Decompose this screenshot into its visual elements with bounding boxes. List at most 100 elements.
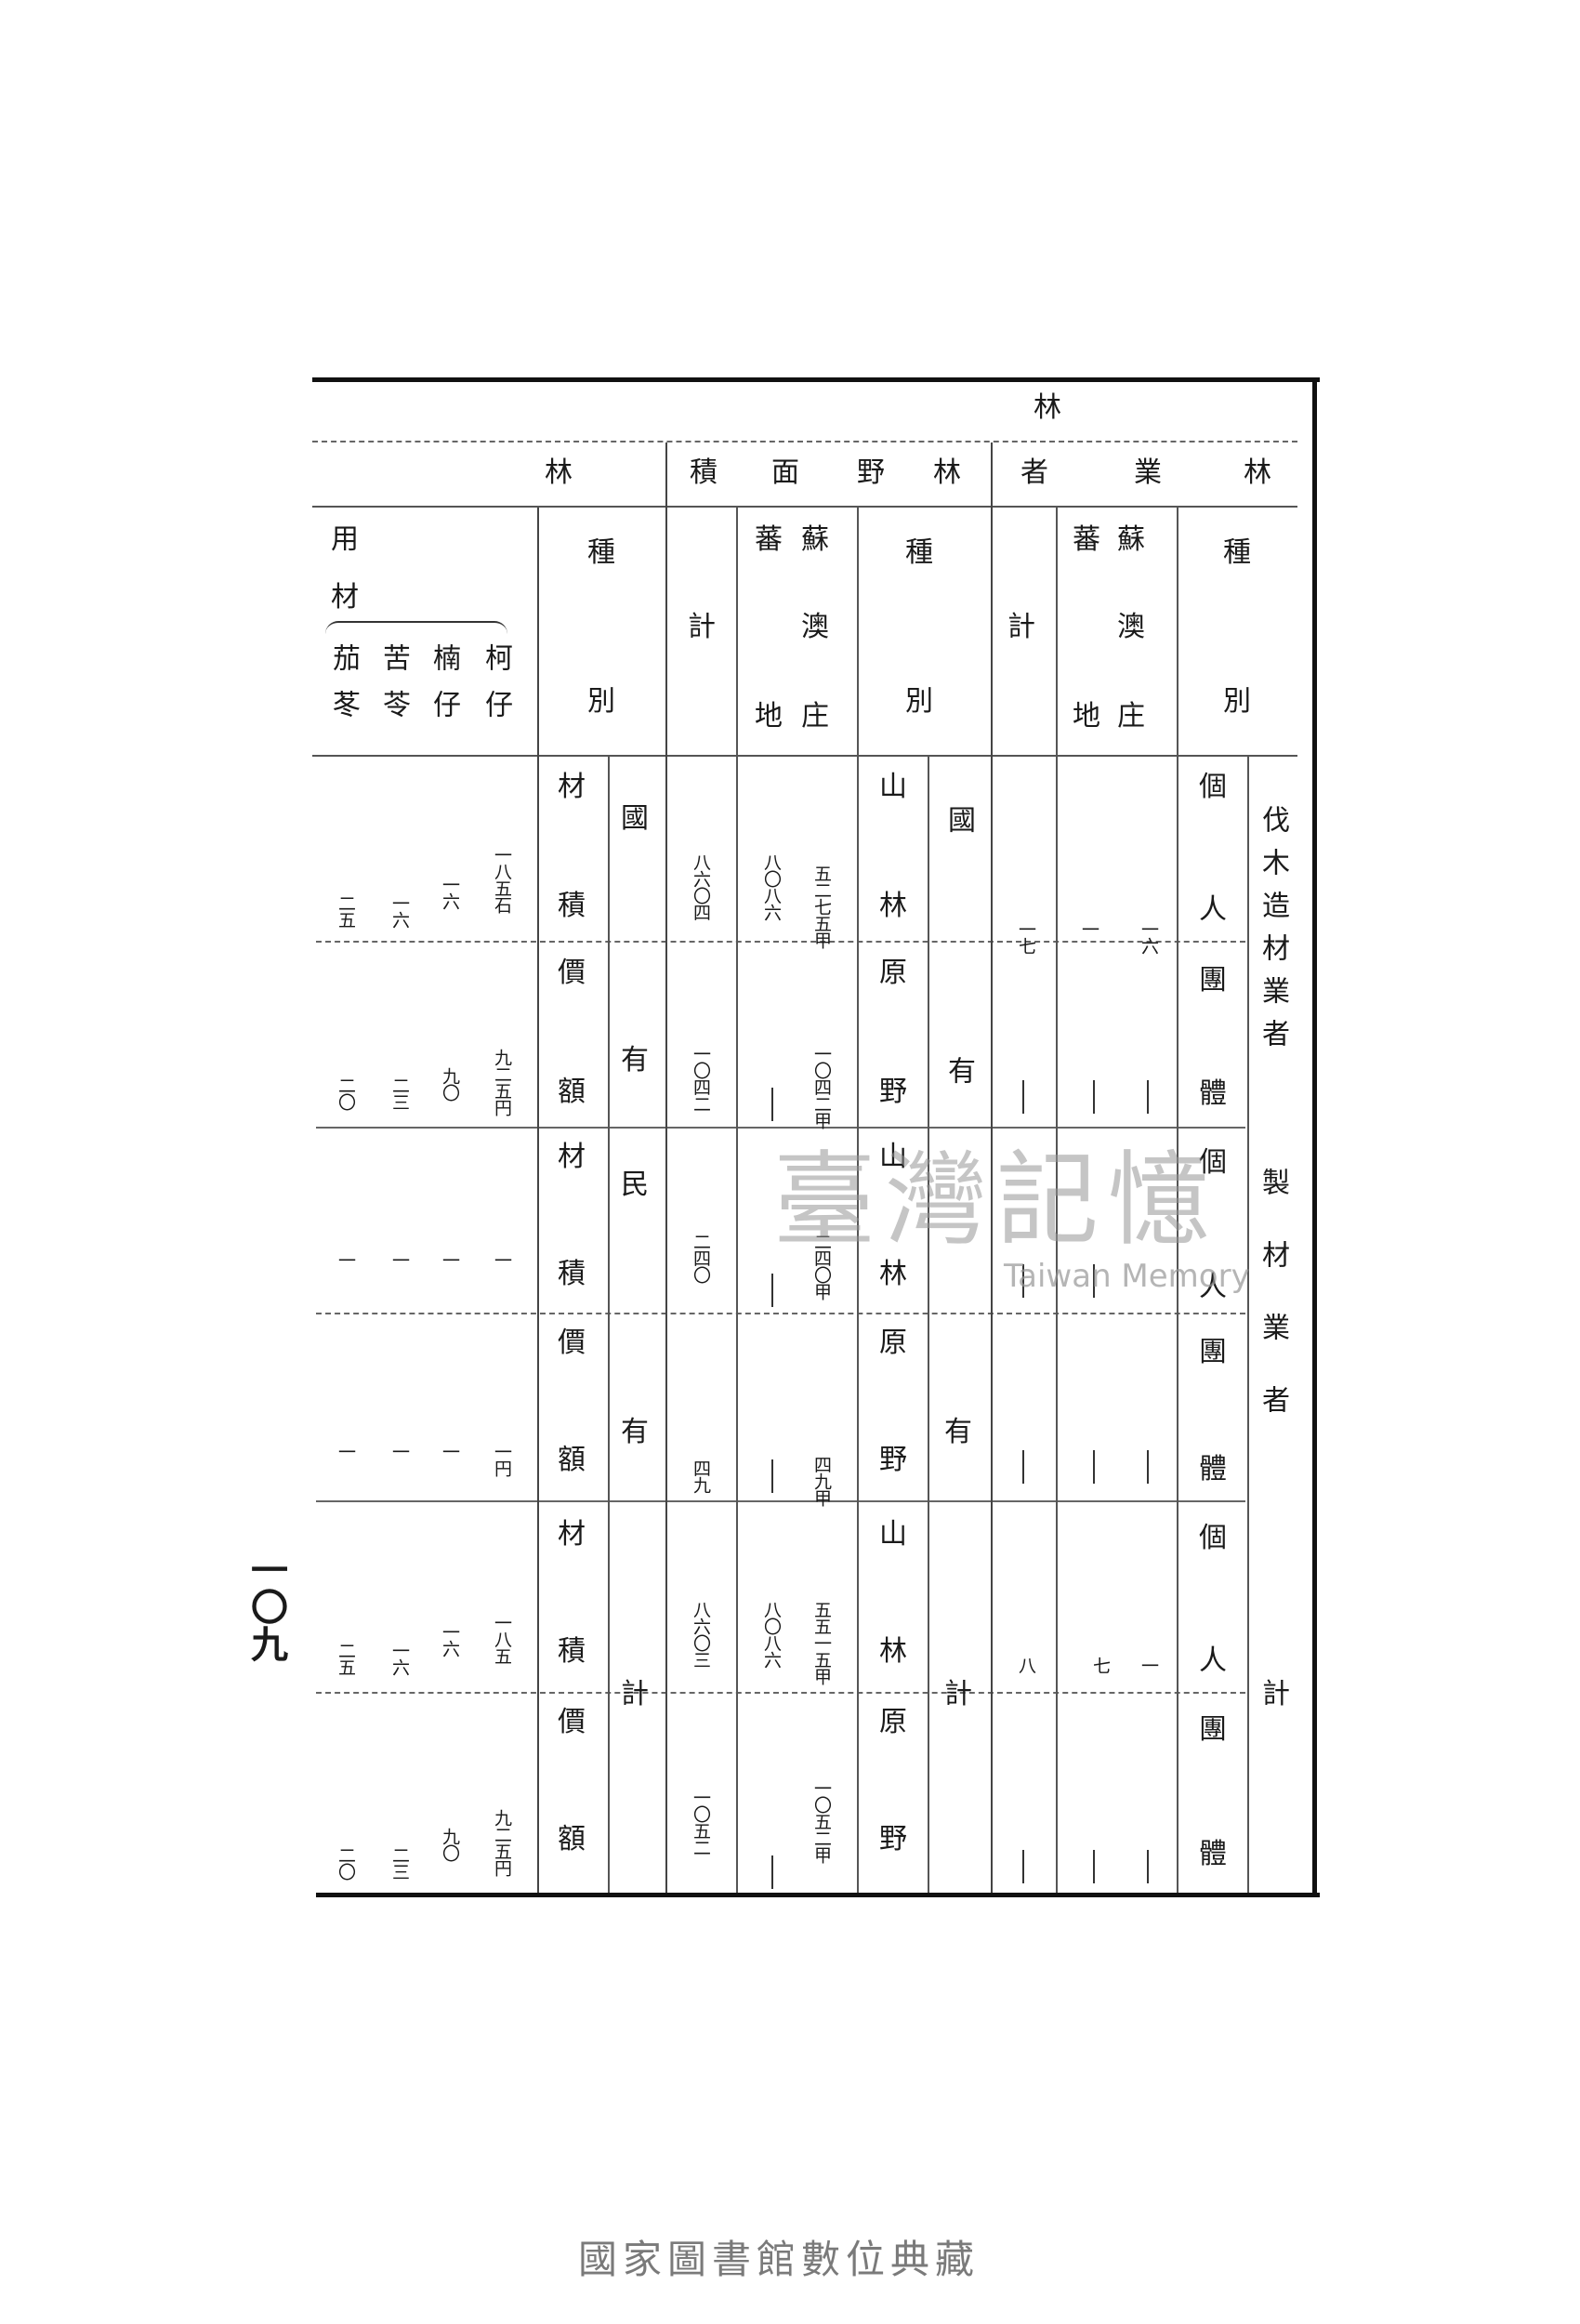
val-m-kei-zai-1: 一八五 (492, 1614, 512, 1664)
c2-so: 蘇 (801, 523, 829, 556)
col-divider-f (1056, 508, 1058, 1893)
g-bk-kojin-1: 個 (1199, 771, 1227, 803)
header-divider-3 (312, 755, 1297, 757)
c4-item-1: 柯仔 (480, 643, 512, 736)
val-r-kei-gen-kei: 一〇五二 (691, 1789, 711, 1855)
g-kei-dantai-2: 體 (1199, 1838, 1227, 1870)
m-min-kak-1: 價 (558, 1327, 586, 1359)
r-min-san-2: 林 (879, 1258, 907, 1290)
page-number: 一〇九 (244, 1551, 288, 1662)
g-kei-dantai-1: 團 (1199, 1713, 1227, 1746)
col-divider-j (608, 755, 610, 1893)
col-divider-a (991, 442, 993, 1893)
r-kok-san-1: 山 (879, 771, 907, 803)
c4-zai: 材 (331, 581, 359, 614)
r-kei-gen-2: 野 (879, 1823, 907, 1855)
c2-chi: 地 (755, 700, 783, 733)
r-min-gen-2: 野 (879, 1444, 907, 1476)
m-kok-zai-1: 材 (558, 771, 586, 803)
val-r-min-gen-kei: 四九 (691, 1459, 711, 1493)
table-top-border (312, 377, 1320, 382)
dash-g-11 (1147, 1850, 1149, 1883)
watermark-sub: Taiwan Memory (1004, 1258, 1250, 1295)
table-right-border (1312, 377, 1317, 1896)
c3-betsu: 別 (587, 685, 615, 718)
c1-shu: 種 (1223, 536, 1251, 569)
g-sz-kojin-1: 個 (1199, 1146, 1227, 1179)
col-divider-e (1177, 508, 1178, 1893)
val-m-kok-kak-1: 九二五円 (492, 1049, 512, 1116)
val-g-bk-kojin-ishi: 一 (1079, 920, 1099, 937)
val-g-kei-kojin-kei: 八 (1016, 1657, 1036, 1673)
c4-item-4: 茄苳 (327, 643, 360, 736)
dash-g-6 (1022, 1450, 1024, 1484)
header-rin-2: 林 (933, 456, 961, 489)
r-kok-san-2: 林 (879, 890, 907, 922)
val-m-min-kak-2: 一 (440, 1443, 460, 1459)
header-ya: 野 (857, 456, 885, 489)
val-m-kok-kak-2: 九〇 (440, 1067, 460, 1101)
header-rin-1: 林 (1244, 456, 1271, 489)
val-r-min-san-kei: 二四〇 (691, 1233, 711, 1283)
dash-g-5 (1093, 1264, 1095, 1298)
r-sec-kei: 計 (944, 1678, 972, 1710)
val-g-bk-kojin-kei: 一七 (1016, 920, 1036, 954)
r-sec-kokuyu: 國有 (942, 805, 975, 1307)
m-kei-zai-1: 材 (558, 1518, 586, 1551)
gyosha-seizai: 製材業者 (1257, 1168, 1289, 1458)
c1-betsu: 別 (1223, 685, 1251, 718)
row-divider-2 (316, 1127, 1245, 1129)
footer-library: 國家圖書館數位典藏 (578, 2237, 981, 2282)
m-sec-min: 民 (621, 1169, 649, 1201)
col-divider-b (665, 442, 667, 1893)
c4-you: 用 (331, 523, 359, 556)
c3-shu: 種 (587, 536, 615, 569)
c1-chi: 地 (1073, 700, 1100, 733)
c1-ou: 澳 (1117, 611, 1145, 643)
val-m-kok-kak-3: 二三 (389, 1076, 410, 1110)
val-m-kei-kak-3: 二三 (389, 1846, 410, 1880)
val-m-min-kak-1: 一円 (492, 1443, 512, 1476)
m-min-zai-2: 積 (558, 1258, 586, 1290)
val-r-min-san-ishi: 二四〇甲 (811, 1233, 832, 1300)
c2-shu: 種 (905, 536, 933, 569)
col-divider-h (857, 508, 859, 1893)
header-men: 面 (771, 456, 799, 489)
val-m-kok-zai-3: 一六 (389, 894, 410, 928)
dash-r-3 (771, 1459, 773, 1493)
col-divider-c (537, 508, 539, 1893)
header-sha: 者 (1020, 456, 1048, 489)
dash-g-2 (1093, 1080, 1095, 1114)
val-r-kok-gen-ishi: 一〇四二甲 (811, 1045, 832, 1129)
val-r-kei-gen-ishi: 一〇五二甲 (811, 1779, 832, 1863)
c4-bracket (325, 621, 507, 638)
val-r-kok-gen-kei: 一〇四二 (691, 1045, 711, 1112)
gyosha-kei: 計 (1262, 1678, 1290, 1710)
c2-betsu: 別 (905, 685, 933, 718)
val-m-kei-zai-2: 一六 (440, 1623, 460, 1657)
r-sec-minyu-2: 有 (944, 1416, 972, 1448)
dash-g-1 (1022, 1080, 1024, 1114)
val-r-kei-san-kei: 八六〇三 (691, 1601, 711, 1668)
val-g-kei-kojin-ishi: 一 (1139, 1657, 1159, 1673)
val-m-min-zai-3: 一 (389, 1251, 410, 1268)
val-r-min-gen-ishi: 四九甲 (811, 1456, 832, 1506)
table-top-title: 林 (1034, 391, 1061, 424)
val-m-kei-kak-1: 九二五円 (492, 1809, 512, 1876)
dash-g-9 (1022, 1850, 1024, 1883)
r-kei-gen-1: 原 (879, 1706, 907, 1738)
g-sz-dantai-2: 體 (1199, 1453, 1227, 1486)
c2-sho: 庄 (801, 700, 829, 733)
g-bk-kojin-2: 人 (1199, 893, 1227, 926)
r-kei-san-2: 林 (879, 1635, 907, 1668)
g-kei-kojin-2: 人 (1199, 1644, 1227, 1677)
dash-g-10 (1093, 1850, 1095, 1883)
dash-g-4 (1022, 1264, 1024, 1298)
c1-kei: 計 (1007, 611, 1035, 643)
val-r-kok-san-sozo: 八〇八六 (761, 853, 782, 920)
val-m-min-zai-4: 一 (336, 1251, 356, 1268)
r-kei-san-1: 山 (879, 1518, 907, 1551)
m-sec-koku: 國 (621, 802, 649, 835)
m-kei-kak-1: 價 (558, 1706, 586, 1738)
val-g-bk-kojin-sozo: 一六 (1139, 920, 1159, 954)
